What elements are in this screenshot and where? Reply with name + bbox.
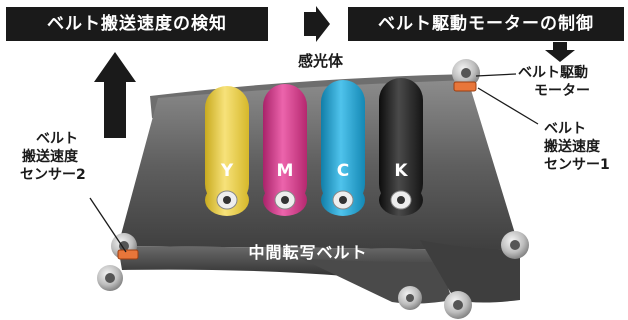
belt-fold [300, 258, 452, 304]
sensor1-leader-line [477, 87, 539, 125]
bottom-right-rollers [398, 231, 529, 319]
belt-motor-control-banner: ベルト駆動モーターの制御 [348, 7, 624, 41]
drum-black [379, 78, 423, 216]
arrow-up-icon [94, 52, 136, 138]
photoreceptor-label: 感光体 [298, 52, 344, 70]
belt-label: 中間転写ベルト [248, 243, 367, 262]
sensor-2-label: ベルト 搬送速度 センサー2 [20, 131, 86, 183]
intermediate-transfer-belt [118, 80, 520, 250]
motor-leader-line [475, 73, 517, 77]
belt-speed-sensor-1 [453, 81, 477, 92]
belt-drive-roller [452, 59, 480, 87]
belt-speed-sensor-2 [117, 249, 139, 260]
drum-cyan [321, 80, 365, 216]
arrow-right-icon [304, 6, 330, 42]
drum-yellow [205, 86, 249, 216]
drum-letter-c: C [337, 161, 349, 181]
belt-speed-detection-banner: ベルト搬送速度の検知 [6, 7, 268, 41]
drum-letter-m: M [277, 161, 294, 181]
drum-magenta [263, 84, 307, 216]
sensor2-leader-line [89, 197, 127, 253]
drive-motor-label: ベルト駆動 モーター [518, 65, 590, 99]
belt-right-fold [420, 240, 520, 303]
drum-letter-k: K [394, 161, 408, 181]
sensor-1-label: ベルト 搬送速度 センサー1 [544, 121, 610, 173]
arrow-down-icon [545, 42, 575, 62]
drum-letter-y: Y [220, 161, 234, 181]
